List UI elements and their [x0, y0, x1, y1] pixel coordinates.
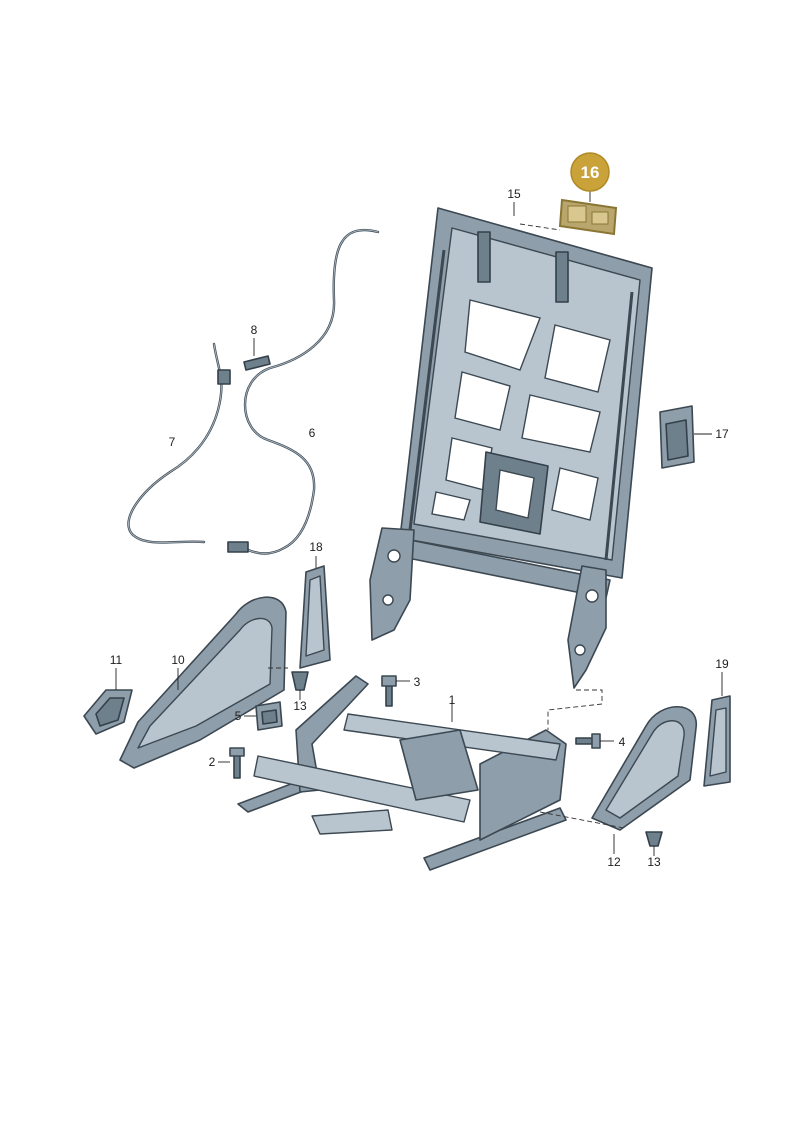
callout-15: 15: [507, 187, 521, 201]
callout-5: 5: [235, 709, 242, 723]
left-recliner-hinge: [369, 527, 415, 641]
trim-cover-18: [299, 565, 331, 669]
callout-11: 11: [110, 653, 123, 667]
bolt-3: [381, 675, 397, 707]
bolt-4: [575, 733, 601, 749]
right-recliner-hinge: [567, 565, 607, 689]
side-bracket-17: [659, 405, 695, 469]
release-cable-7: [127, 342, 231, 544]
release-cable-6: [227, 229, 380, 555]
callout-4: 4: [619, 735, 626, 749]
callout-10: 10: [171, 653, 185, 667]
clip-13-right: [645, 831, 663, 847]
callout-13-left: 13: [293, 699, 307, 713]
side-cover-12: [591, 705, 697, 831]
highlighted-part-16[interactable]: [558, 198, 618, 236]
callout-2: 2: [209, 755, 216, 769]
highlight-badge-number: 16: [581, 163, 600, 182]
callout-13-right: 13: [647, 855, 661, 869]
seat-base-frame: [237, 675, 567, 871]
callout-17: 17: [715, 427, 729, 441]
callout-6: 6: [309, 426, 316, 440]
bracket-5: [255, 701, 283, 731]
clip-13-left: [291, 671, 309, 691]
bolt-2: [229, 747, 245, 779]
callout-1: 1: [449, 693, 456, 707]
assembly-dash-lines: [268, 223, 625, 829]
callout-18: 18: [309, 540, 323, 554]
backrest-frame: [397, 207, 653, 599]
highlight-badge[interactable]: 16: [570, 152, 610, 192]
callout-8: 8: [251, 323, 258, 337]
clip-8: [243, 355, 271, 371]
callout-3: 3: [414, 675, 421, 689]
callout-7: 7: [169, 435, 176, 449]
trim-19: [703, 695, 731, 787]
side-panel-10: [119, 596, 287, 769]
callout-12: 12: [607, 855, 621, 869]
handle-11: [83, 689, 133, 735]
callout-19: 19: [715, 657, 729, 671]
